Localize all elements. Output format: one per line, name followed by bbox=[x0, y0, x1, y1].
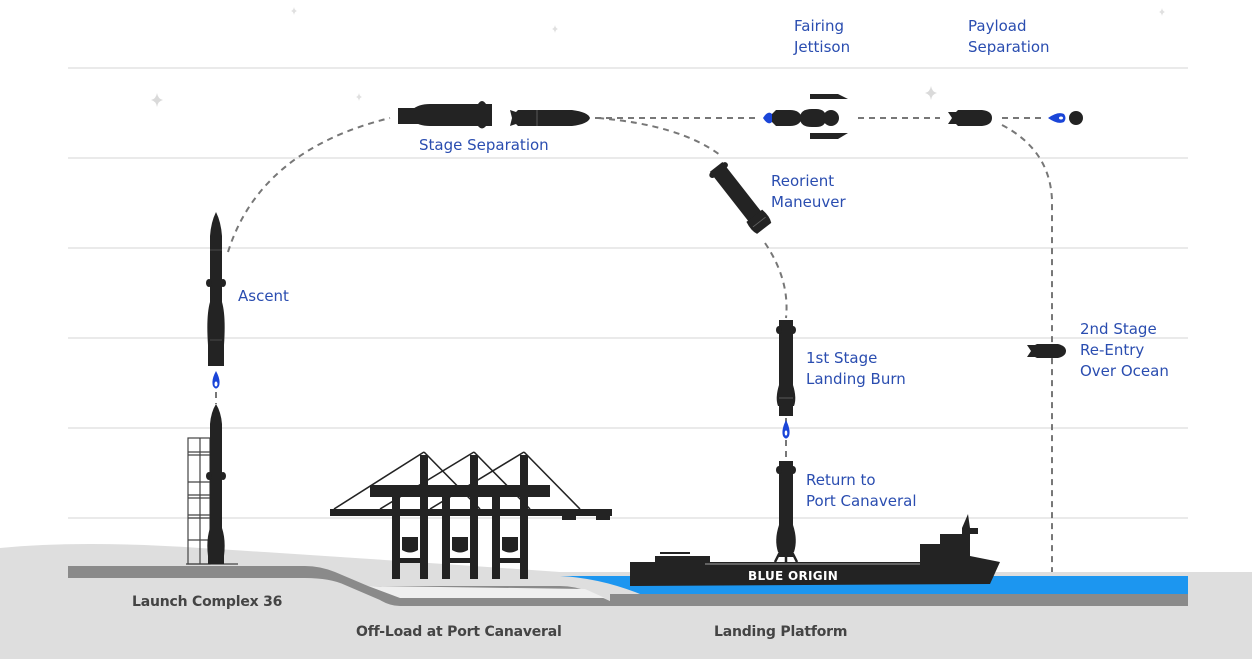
flame-icon bbox=[212, 371, 220, 389]
label-payload-separation-line-1: Payload bbox=[968, 17, 1027, 35]
landed-booster-icon bbox=[773, 461, 799, 563]
label-fairing-jettison-line-1: Fairing bbox=[794, 17, 844, 35]
label-reentry-line-1: 2nd Stage bbox=[1080, 320, 1157, 338]
label-payload-separation-line-2: Separation bbox=[968, 38, 1050, 56]
label-reentry: 2nd Stage Re-Entry Over Ocean bbox=[1080, 319, 1169, 382]
label-landing-burn: 1st Stage Landing Burn bbox=[806, 348, 906, 390]
label-launch-complex: Launch Complex 36 bbox=[132, 594, 283, 610]
label-landing-platform: Landing Platform bbox=[714, 624, 848, 640]
label-reorient-maneuver-line-1: Reorient bbox=[771, 172, 835, 190]
altitude-grid-lines bbox=[68, 67, 1188, 519]
label-offload: Off-Load at Port Canaveral bbox=[356, 624, 562, 640]
payload-icon bbox=[1048, 111, 1083, 125]
second-stage-icon bbox=[510, 110, 590, 126]
label-ascent: Ascent bbox=[238, 286, 289, 307]
label-stage-separation: Stage Separation bbox=[419, 135, 549, 156]
label-return-line-1: Return to bbox=[806, 471, 876, 489]
second-stage-after-separation-icon bbox=[948, 110, 992, 126]
label-fairing-jettison: Fairing Jettison bbox=[794, 16, 850, 58]
label-ascent-line: Ascent bbox=[238, 287, 289, 305]
rocket-on-pad-icon bbox=[206, 404, 226, 564]
landing-flame-icon bbox=[782, 420, 790, 439]
label-fairing-jettison-line-2: Jettison bbox=[794, 38, 851, 56]
label-reentry-line-3: Over Ocean bbox=[1080, 362, 1169, 380]
second-stage-trajectory bbox=[1001, 124, 1053, 572]
label-reentry-line-2: Re-Entry bbox=[1080, 341, 1145, 359]
label-payload-separation: Payload Separation bbox=[968, 16, 1050, 58]
booster-return-trajectory bbox=[597, 117, 721, 156]
engine-flame-icon bbox=[763, 112, 774, 124]
landing-burn-booster-icon bbox=[776, 320, 796, 439]
trajectory-paths bbox=[215, 117, 1053, 572]
label-reorient-maneuver-line-2: Maneuver bbox=[771, 193, 846, 211]
reorient-booster-icon bbox=[709, 161, 772, 234]
first-stage-separating-icon bbox=[398, 101, 492, 129]
road bbox=[68, 566, 1188, 606]
second-stage-reentry-icon bbox=[1027, 344, 1066, 358]
label-landing-burn-line-1: 1st Stage bbox=[806, 349, 878, 367]
label-landing-burn-line-2: Landing Burn bbox=[806, 370, 906, 388]
label-reorient-maneuver: Reorient Maneuver bbox=[771, 171, 846, 213]
label-return: Return to Port Canaveral bbox=[806, 470, 917, 512]
label-stage-separation-line: Stage Separation bbox=[419, 136, 549, 154]
landing-ship-icon bbox=[630, 514, 1000, 586]
fairing-jettison-icon bbox=[763, 94, 848, 139]
ascent-trajectory bbox=[227, 117, 391, 253]
port-cranes-icon bbox=[330, 451, 612, 579]
ship-name-label: BLUE ORIGIN bbox=[748, 569, 839, 583]
label-return-line-2: Port Canaveral bbox=[806, 492, 917, 510]
ascent-rocket-icon bbox=[206, 212, 226, 389]
